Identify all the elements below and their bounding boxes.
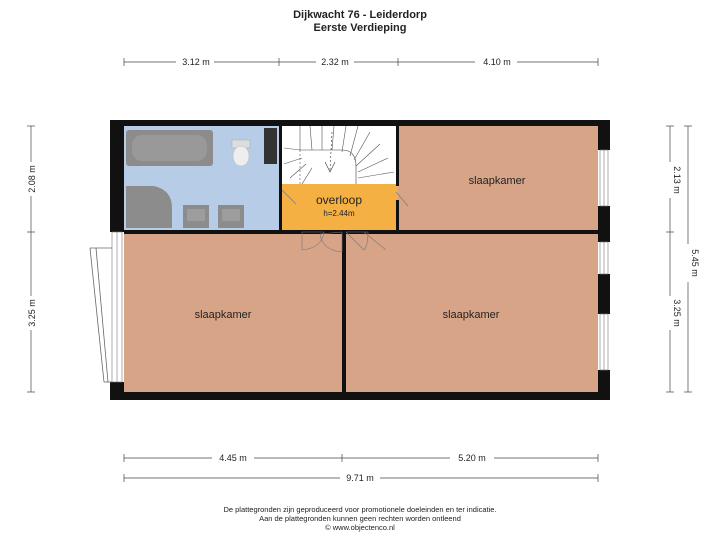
landing-floor [281, 184, 398, 230]
disclaimer-line-1: De plattegronden zijn geproduceerd voor … [223, 505, 497, 514]
staircase [283, 125, 395, 185]
copyright-line: © www.objectenco.nl [325, 523, 395, 532]
shower-cabin [126, 186, 172, 228]
right-dimension-lines [666, 125, 692, 393]
stairwell [279, 126, 398, 184]
dim-bottom-1: 4.45 m [219, 453, 247, 463]
plan-title: Dijkwacht 76 - Leiderdorp [293, 9, 427, 21]
bathroom-duct [264, 128, 277, 164]
bathtub [126, 130, 213, 166]
left-dimension-line [27, 125, 35, 393]
sink-cabinets [183, 205, 244, 228]
bedroom-top-right-floor [398, 126, 598, 230]
dim-top-2: 2.32 m [321, 57, 349, 67]
windows [111, 149, 609, 383]
dim-bottom-2: 5.20 m [458, 453, 486, 463]
balcony-door [89, 247, 112, 383]
landing-height: h=2.44m [323, 209, 355, 218]
dim-right-total: 5.45 m [690, 249, 700, 277]
dim-left-1: 2.08 m [27, 165, 37, 193]
bedroom-bottom-left-floor [124, 234, 342, 392]
bedroom-bottom-right-floor [346, 234, 598, 392]
dim-right-2: 3.25 m [672, 299, 682, 327]
bedroom-bottom-left-label: slaapkamer [195, 309, 252, 321]
dim-bottom-total: 9.71 m [346, 473, 374, 483]
doors [281, 189, 409, 253]
top-dimension-line [123, 58, 599, 66]
dim-right-1: 2.13 m [672, 166, 682, 194]
disclaimer-line-2: Aan de plattegronden kunnen geen rechten… [259, 514, 461, 523]
bedroom-top-right-label: slaapkamer [469, 175, 526, 187]
bedroom-bottom-right-label: slaapkamer [443, 309, 500, 321]
dim-left-2: 3.25 m [27, 299, 37, 327]
bottom-dimension-lines [123, 454, 599, 482]
dim-top-3: 4.10 m [483, 57, 511, 67]
toilet [231, 139, 251, 167]
dim-top-1: 3.12 m [182, 57, 210, 67]
floor-subtitle: Eerste Verdieping [313, 22, 407, 34]
landing-label: overloop [316, 193, 362, 207]
